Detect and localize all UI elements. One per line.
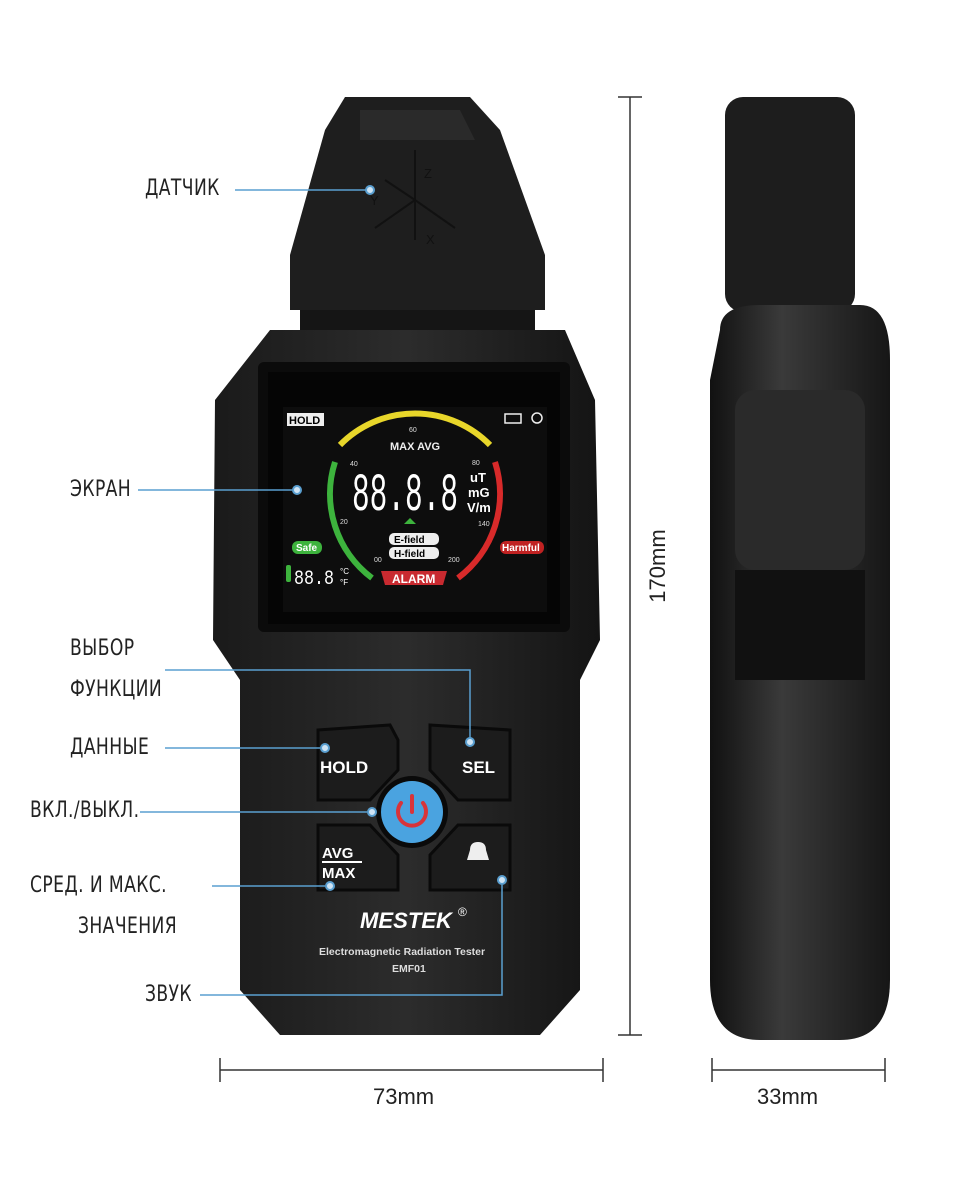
label-function-select-2: ФУНКЦИИ: [70, 677, 163, 702]
callout-dots: [292, 185, 507, 891]
registered-mark: ®: [458, 905, 467, 919]
tick-label: 40: [350, 461, 358, 468]
dimension-lines: [219, 96, 886, 1082]
dimension-depth: 33mm: [757, 1084, 819, 1109]
power-icon: [396, 801, 428, 828]
sel-button[interactable]: [428, 723, 512, 802]
tick-label: 140: [478, 521, 490, 528]
avg-max-button[interactable]: [316, 823, 400, 892]
tick-label: 20: [340, 519, 348, 526]
hold-button[interactable]: [316, 723, 400, 802]
lcd-bell-icon: [404, 518, 416, 524]
label-sensor: ДАТЧИК: [145, 176, 220, 201]
sel-button-label: SEL: [462, 758, 495, 777]
tick-label: 200: [448, 557, 460, 564]
label-screen: ЭКРАН: [70, 477, 132, 502]
lcd-screen: HOLD MAX AVG 88.8.8 uT mG V/m 60 40 80 2…: [268, 372, 560, 624]
axis-x-label: X: [426, 232, 435, 247]
axis-y-label: Y: [370, 193, 379, 208]
lcd-temperature: 88.8: [294, 568, 334, 591]
lcd-safe: Safe: [296, 543, 318, 554]
tick-label: 80: [472, 460, 480, 467]
model-number: EMF01: [392, 963, 426, 975]
label-data: ДАННЫЕ: [70, 735, 150, 760]
max-label: MAX: [322, 865, 355, 882]
axis-z-label: Z: [424, 166, 432, 181]
label-avg-max-2: ЗНАЧЕНИЯ: [78, 914, 178, 939]
dimension-height: 170mm: [645, 529, 670, 603]
lcd-max-avg: MAX AVG: [390, 441, 440, 453]
tick-label: 00: [374, 557, 382, 564]
label-power: ВКЛ./ВЫКЛ.: [30, 798, 140, 823]
lcd-e-field: E-field: [394, 535, 425, 546]
bell-icon: [467, 842, 489, 860]
avg-label: AVG: [322, 845, 353, 862]
lcd-alarm: ALARM: [392, 572, 435, 586]
lcd-h-field: H-field: [394, 549, 425, 560]
lcd-harmful: Harmful: [502, 543, 540, 554]
callout-lines: [138, 189, 503, 996]
lcd-power-icon: [531, 412, 543, 424]
sensor-head: Z Y X: [290, 97, 545, 330]
label-avg-max-1: СРЕД. И МАКС.: [30, 873, 168, 898]
tick-label: 60: [409, 427, 417, 434]
label-function-select-1: ВЫБОР: [70, 636, 135, 661]
side-view: [710, 97, 890, 1040]
brand-logo: MESTEK: [360, 908, 454, 933]
unit-mg: mG: [468, 485, 490, 500]
dimension-width: 73mm: [373, 1084, 435, 1109]
lcd-reading: 88.8.8: [352, 466, 458, 527]
lcd-temp-c: °C: [340, 567, 349, 576]
lcd-temp-f: °F: [340, 578, 348, 587]
unit-vm: V/m: [467, 500, 491, 515]
unit-ut: uT: [470, 470, 486, 485]
hold-button-label: HOLD: [320, 758, 368, 777]
thermometer-icon: [286, 565, 291, 582]
axes-icon: [374, 150, 456, 240]
product-name: Electromagnetic Radiation Tester: [319, 946, 485, 958]
label-sound: ЗВУК: [145, 982, 192, 1007]
lcd-hold-indicator: HOLD: [289, 415, 320, 427]
